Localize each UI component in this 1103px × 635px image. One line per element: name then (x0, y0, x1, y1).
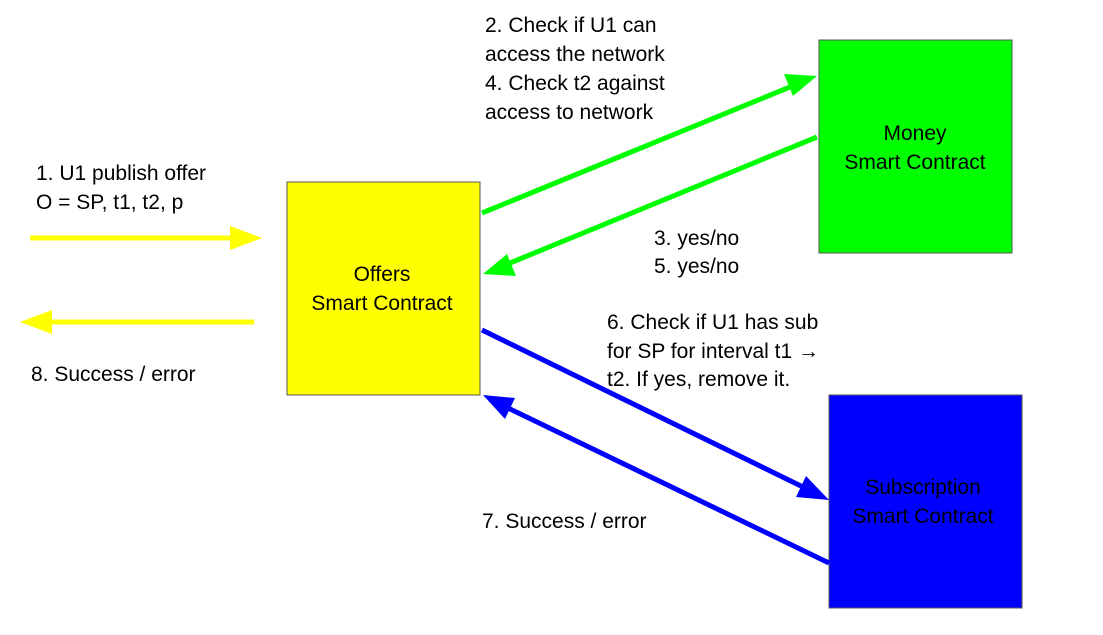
note-step1-line2: O = SP, t1, t2, p (36, 191, 183, 214)
money-box-label-line2: Smart Contract (844, 151, 985, 174)
green-arrow-to-money-line (481, 84, 791, 216)
note-step4-line2: access to network (485, 101, 654, 124)
blue-arrow-to-subscription-head (796, 476, 829, 500)
subscription-box-label-line2: Smart Contract (852, 505, 993, 528)
note-step6-line1: 6. Check if U1 has sub (607, 311, 818, 334)
green-arrow-to-offers-head (483, 254, 516, 276)
yellow-arrow-out-head (20, 310, 52, 334)
money-box (818, 39, 1013, 254)
note-step1-line1: 1. U1 publish offer (36, 162, 206, 185)
blue-arrow-to-offers-line (506, 405, 831, 566)
note-step6-line2: for SP for interval t1 → (607, 340, 819, 363)
note-step6-line3: t2. If yes, remove it. (607, 368, 790, 391)
money-box-label-line1: Money (883, 122, 947, 145)
note-step2-line1: 2. Check if U1 can (485, 14, 657, 37)
offers-box (286, 181, 481, 396)
note-step5: 5. yes/no (654, 255, 739, 278)
note-step7: 7. Success / error (482, 510, 647, 533)
subscription-box-label-line1: Subscription (865, 476, 981, 499)
offers-box-label-line1: Offers (354, 263, 411, 286)
note-step8: 8. Success / error (31, 363, 196, 386)
green-arrow-to-offers-line (509, 134, 818, 266)
green-arrow-to-money-head (784, 74, 817, 96)
yellow-arrow-in-head (230, 226, 262, 250)
note-step4-line1: 4. Check t2 against (485, 72, 665, 95)
note-step2-line2: access the network (485, 43, 665, 66)
note-step3: 3. yes/no (654, 227, 739, 250)
offers-box-label-line2: Smart Contract (311, 292, 452, 315)
subscription-box (828, 394, 1023, 609)
blue-arrow-to-offers-head (483, 395, 515, 419)
blue-arrow-to-subscription-line (480, 327, 805, 490)
